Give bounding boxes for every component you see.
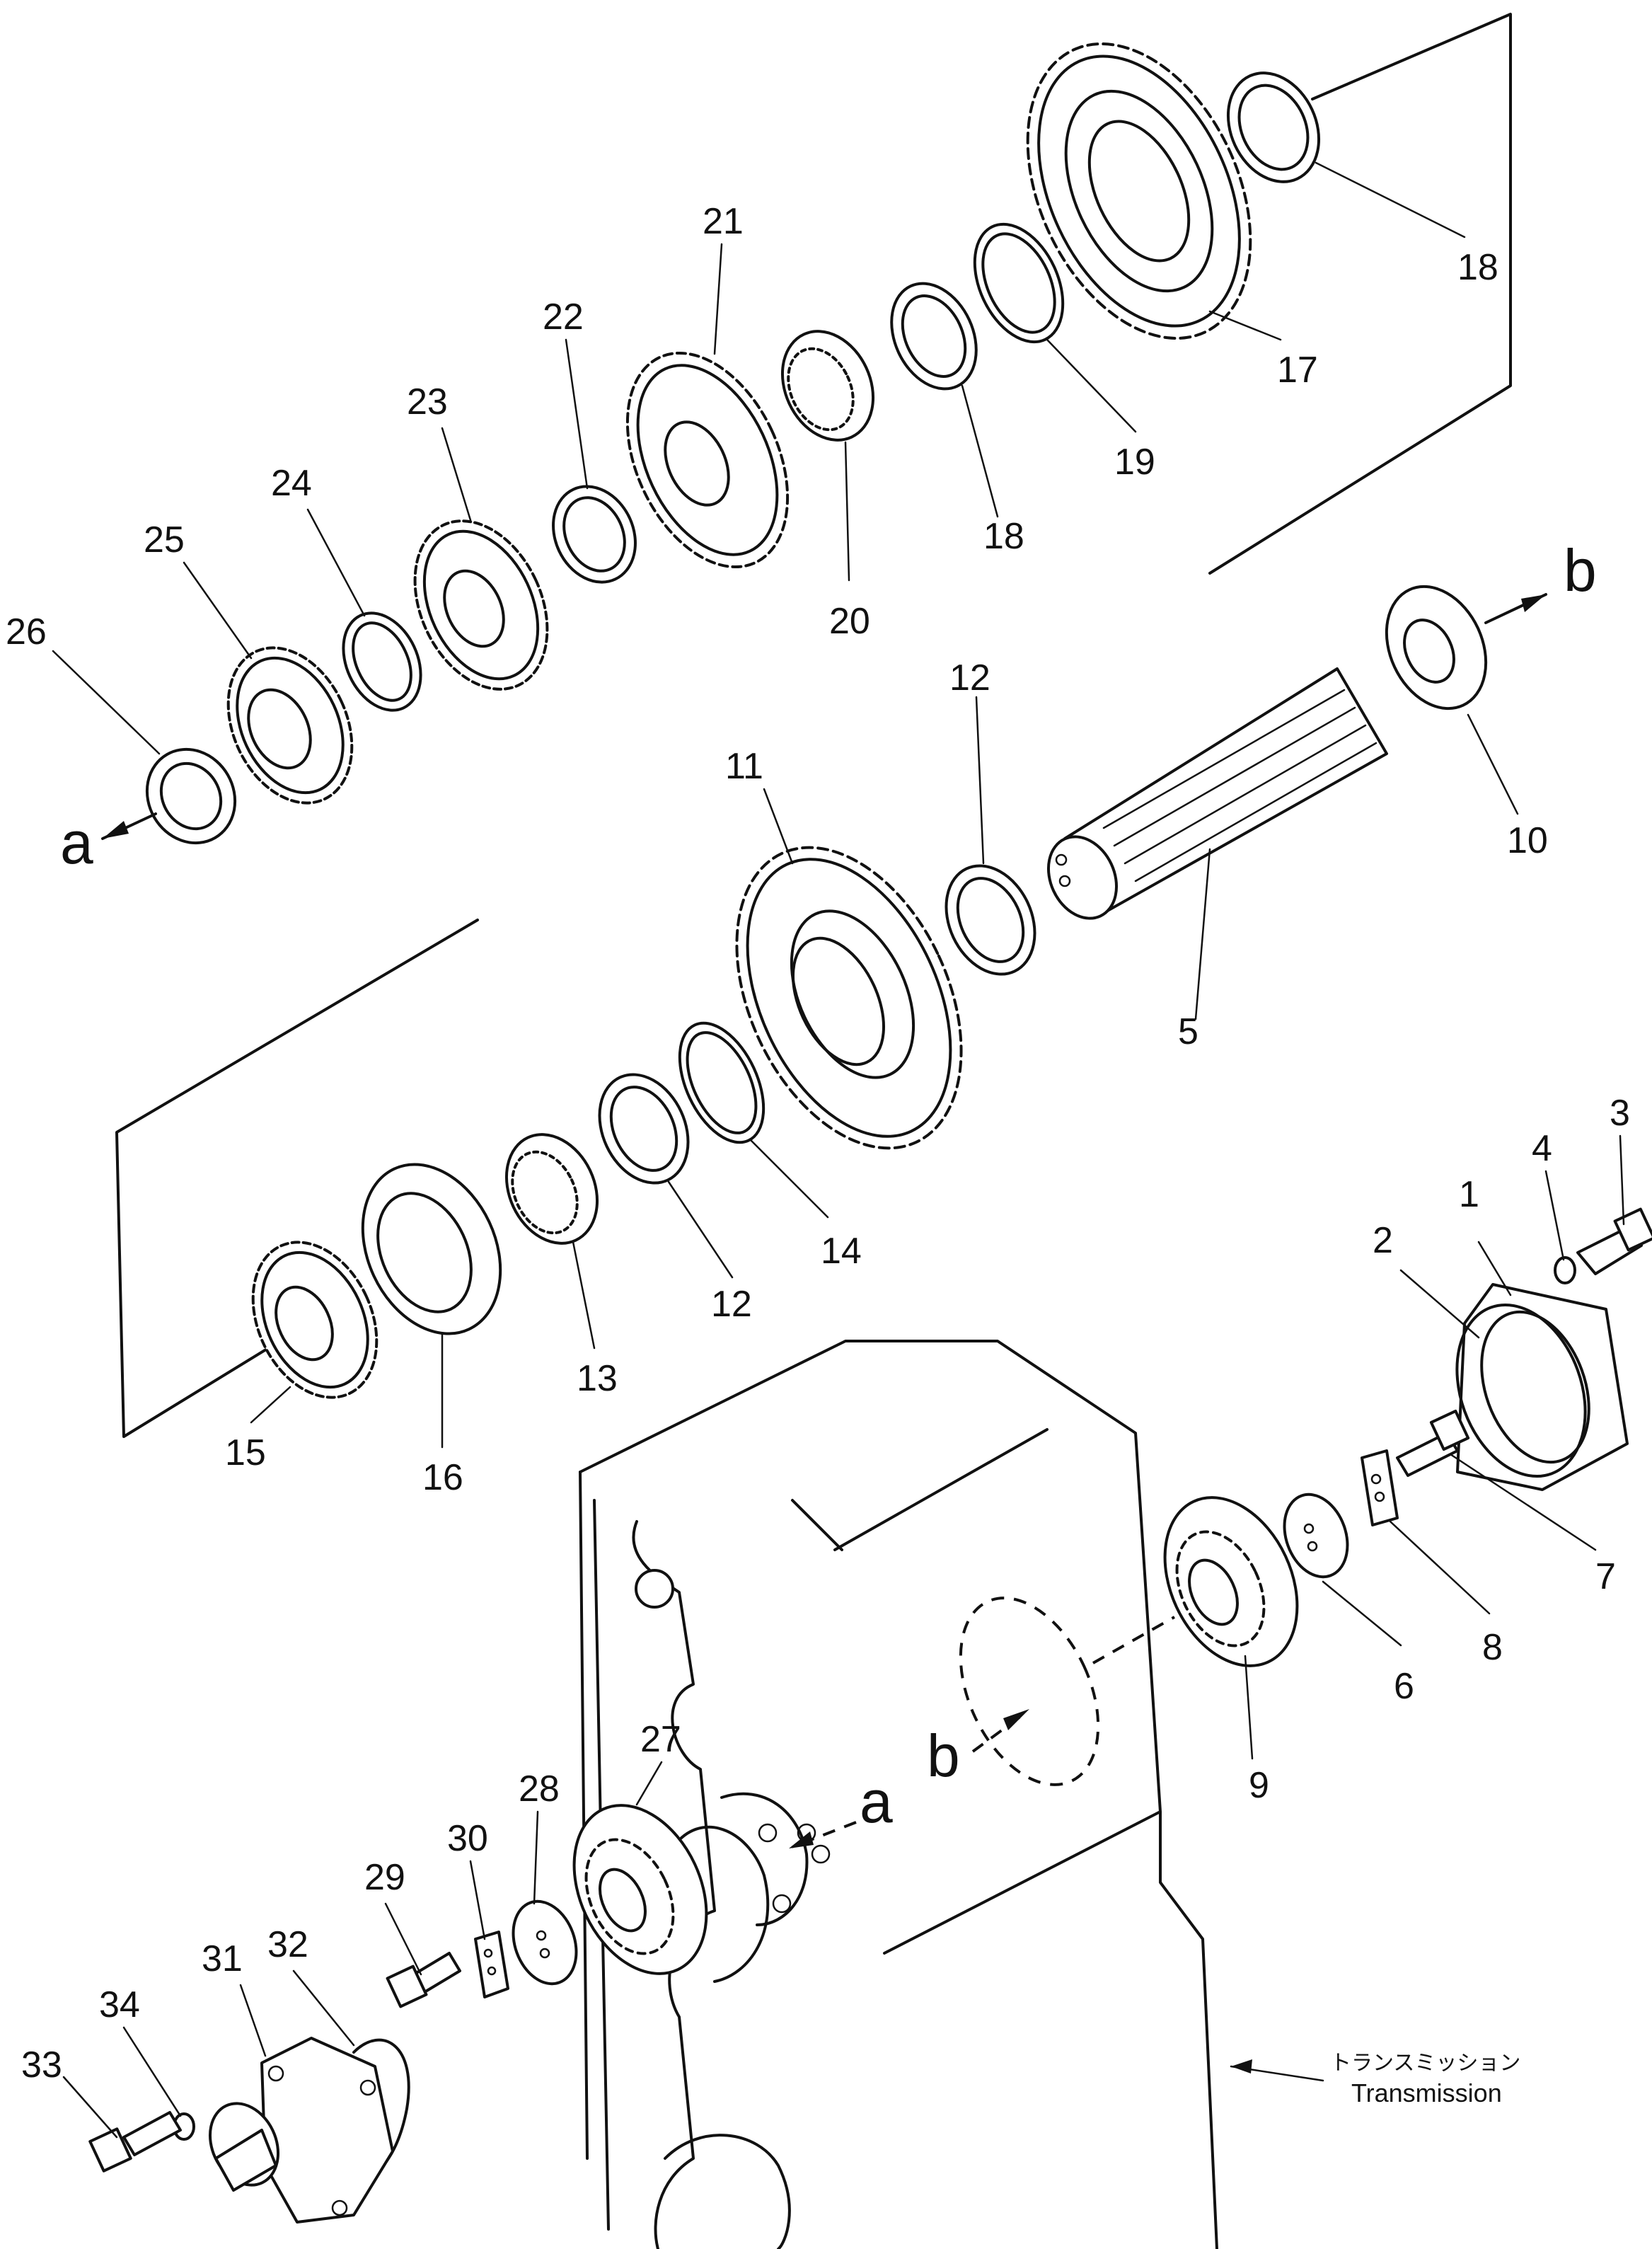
part-21-gear [625, 351, 790, 569]
callout-28: 28 [519, 1768, 560, 1810]
part-6-plate [1283, 1492, 1349, 1579]
part-13-needle-bearing [504, 1133, 599, 1245]
part-7-bolt [1396, 1409, 1470, 1477]
part-12-ring-left [598, 1073, 690, 1185]
housing-label-en: Transmission [1351, 2078, 1502, 2107]
part-17-large-gear [1026, 42, 1252, 340]
dashed-mount-circle [959, 1597, 1175, 1786]
part-31-end-cover [208, 2037, 394, 2224]
callout-5: 5 [1178, 1011, 1198, 1052]
callout-33: 33 [21, 2044, 62, 2086]
part-2-o-ring [1455, 1303, 1587, 1478]
callout-labels: 1 2 3 4 5 6 7 8 9 10 11 12 12 12 13 14 1… [6, 201, 1630, 2086]
callout-2: 2 [1373, 1220, 1393, 1261]
part-3-bolt [1576, 1207, 1652, 1275]
connector-b-label-top: b [1564, 537, 1597, 604]
leader-lines [52, 161, 1625, 2139]
part-19-ring [973, 222, 1065, 344]
part-4-washer [1554, 1256, 1576, 1284]
callout-34: 34 [99, 1984, 140, 2025]
callout-7: 7 [1595, 1556, 1616, 1597]
part-18-thrust-ring-top [1226, 71, 1321, 183]
part-23-gear [413, 519, 549, 691]
callout-25: 25 [144, 519, 185, 560]
callout-1: 1 [1459, 1174, 1479, 1215]
callout-9: 9 [1249, 1765, 1269, 1806]
callout-27: 27 [640, 1719, 681, 1760]
callout-10: 10 [1507, 820, 1548, 861]
callout-16: 16 [422, 1457, 463, 1498]
part-27-ball-bearing [572, 1804, 708, 1975]
connector-b-top: b [1484, 537, 1597, 624]
callout-29: 29 [364, 1857, 405, 1898]
callout-15: 15 [225, 1432, 266, 1473]
housing-label: トランスミッション Transmission [1330, 2051, 1520, 2107]
connector-a-label-bottom: a [860, 1768, 893, 1835]
callout-19: 19 [1114, 442, 1155, 483]
connector-b-bottom: b [927, 1709, 1029, 1789]
connector-a-label-top: a [60, 810, 93, 876]
callout-32: 32 [267, 1924, 308, 1965]
callout-13: 13 [577, 1358, 618, 1399]
callout-6: 6 [1394, 1666, 1414, 1707]
callout-31: 31 [202, 1938, 243, 1979]
connector-a-top: a [60, 810, 157, 876]
part-9-ball-bearing [1163, 1496, 1299, 1667]
part-5-splined-shaft [1046, 667, 1388, 920]
transmission-housing [579, 1340, 1218, 2249]
connector-b-label-bottom: b [927, 1722, 960, 1789]
callout-30: 30 [447, 1818, 488, 1859]
callout-4: 4 [1532, 1128, 1552, 1169]
callout-18-top: 18 [1457, 247, 1498, 288]
callout-14: 14 [821, 1231, 862, 1272]
part-25-gear [226, 646, 354, 805]
part-14-ring [678, 1021, 766, 1144]
callout-21: 21 [703, 201, 744, 242]
part-30-lock-plate [474, 1931, 509, 1998]
part-12-ring-right [945, 864, 1036, 976]
part-15-gear-hub [251, 1241, 379, 1399]
part-22-collar [552, 485, 637, 584]
part-20-needle-bearing [780, 330, 875, 442]
part-28-plate [512, 1899, 578, 1986]
callout-18-middle: 18 [983, 516, 1024, 557]
callout-12-right: 12 [949, 657, 990, 698]
callout-24: 24 [271, 463, 312, 504]
housing-label-jp: トランスミッション [1330, 2051, 1520, 2076]
lower-bracket-lines [115, 919, 479, 1438]
part-10-washer [1385, 585, 1488, 711]
callout-20: 20 [829, 601, 870, 642]
callout-11: 11 [725, 746, 763, 787]
upper-bracket-lines [1208, 13, 1512, 575]
part-33-bolt [88, 2111, 182, 2173]
part-18-thrust-ring-upper-middle [890, 282, 978, 391]
part-26-seal [145, 747, 237, 845]
callout-26: 26 [6, 611, 47, 652]
part-24-ring [342, 611, 422, 712]
connector-a-bottom: a [789, 1768, 893, 1848]
part-29-bolt [386, 1952, 461, 2008]
callout-3: 3 [1610, 1093, 1630, 1134]
callout-23: 23 [407, 381, 448, 422]
callout-17: 17 [1277, 350, 1318, 391]
part-1-cover [1456, 1283, 1629, 1491]
callout-8: 8 [1482, 1627, 1503, 1668]
part-8-lock-plate [1361, 1449, 1399, 1526]
part-16-sleeve [361, 1163, 502, 1335]
callout-22: 22 [543, 297, 584, 338]
part-11-large-gear [735, 846, 963, 1150]
callout-12-left: 12 [711, 1284, 752, 1325]
